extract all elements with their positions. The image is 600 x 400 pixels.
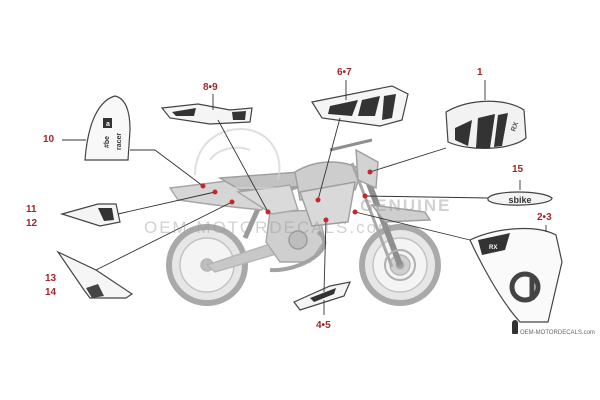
leader-11-12 [117,191,216,215]
decal-10-text-bottom: racer [116,133,123,150]
label-part-14: 14 [45,287,57,298]
leader-lines [62,80,547,315]
decal-10-text-side: #be [104,136,111,148]
label-part-13-14: 13 14 [45,272,56,300]
watermark-genuine: GENUINE [360,196,452,215]
motorcycle-illustration [166,138,441,306]
credit-logo-icon [512,320,518,334]
credit-text: OEM-MOTORDECALS.com [520,330,595,336]
watermark-helmet [194,128,281,189]
label-part-11-12: 11 12 [26,203,37,231]
label-part-10: 10 [43,134,55,145]
leader-1-to-bike [369,147,447,173]
label-part-13: 13 [45,273,57,284]
label-part-12: 12 [26,218,38,229]
decal-2-3-text: RX [489,245,497,251]
decal-15-text: sbike [508,195,531,205]
label-part-8-9: 8•9 [203,82,218,93]
decal-part-2-3: RX [469,227,563,323]
decal-part-8-9 [160,103,253,125]
decal-part-10: #be a racer [84,95,131,161]
decal-10-logo: a [106,121,110,128]
leader-13-14 [95,201,233,271]
front-fender [370,204,432,223]
handlebar [329,138,373,152]
decal-part-4-5 [293,281,352,311]
leader-8-9-to-bike [217,119,269,213]
leader-6-7-to-bike [317,117,341,201]
decal-part-6-7 [311,85,409,127]
leader-15 [364,195,489,199]
exhaust [269,230,327,273]
leader-2-3-to-bike [354,211,471,241]
decal-part-11-12 [59,203,121,227]
label-part-15: 15 [512,164,524,175]
label-part-1: 1 [477,67,483,78]
attach-points [200,169,373,223]
decal-part-13-14 [56,250,134,299]
decal-part-1: RX [445,100,527,149]
watermark-site: OEM-MOTORDECALS.com [144,218,395,237]
label-part-4-5: 4•5 [316,320,331,331]
leader-4-5-to-bike [323,219,327,293]
leader-10-to-bike-b [154,149,204,187]
radiator-shroud [299,181,356,227]
label-part-6-7: 6•7 [337,67,352,78]
label-part-2-3: 2•3 [537,212,552,223]
decal-part-15: sbike [487,191,553,206]
label-part-11: 11 [26,204,37,215]
front-number-plate [355,148,379,190]
decal-1-text: RX [510,121,520,133]
